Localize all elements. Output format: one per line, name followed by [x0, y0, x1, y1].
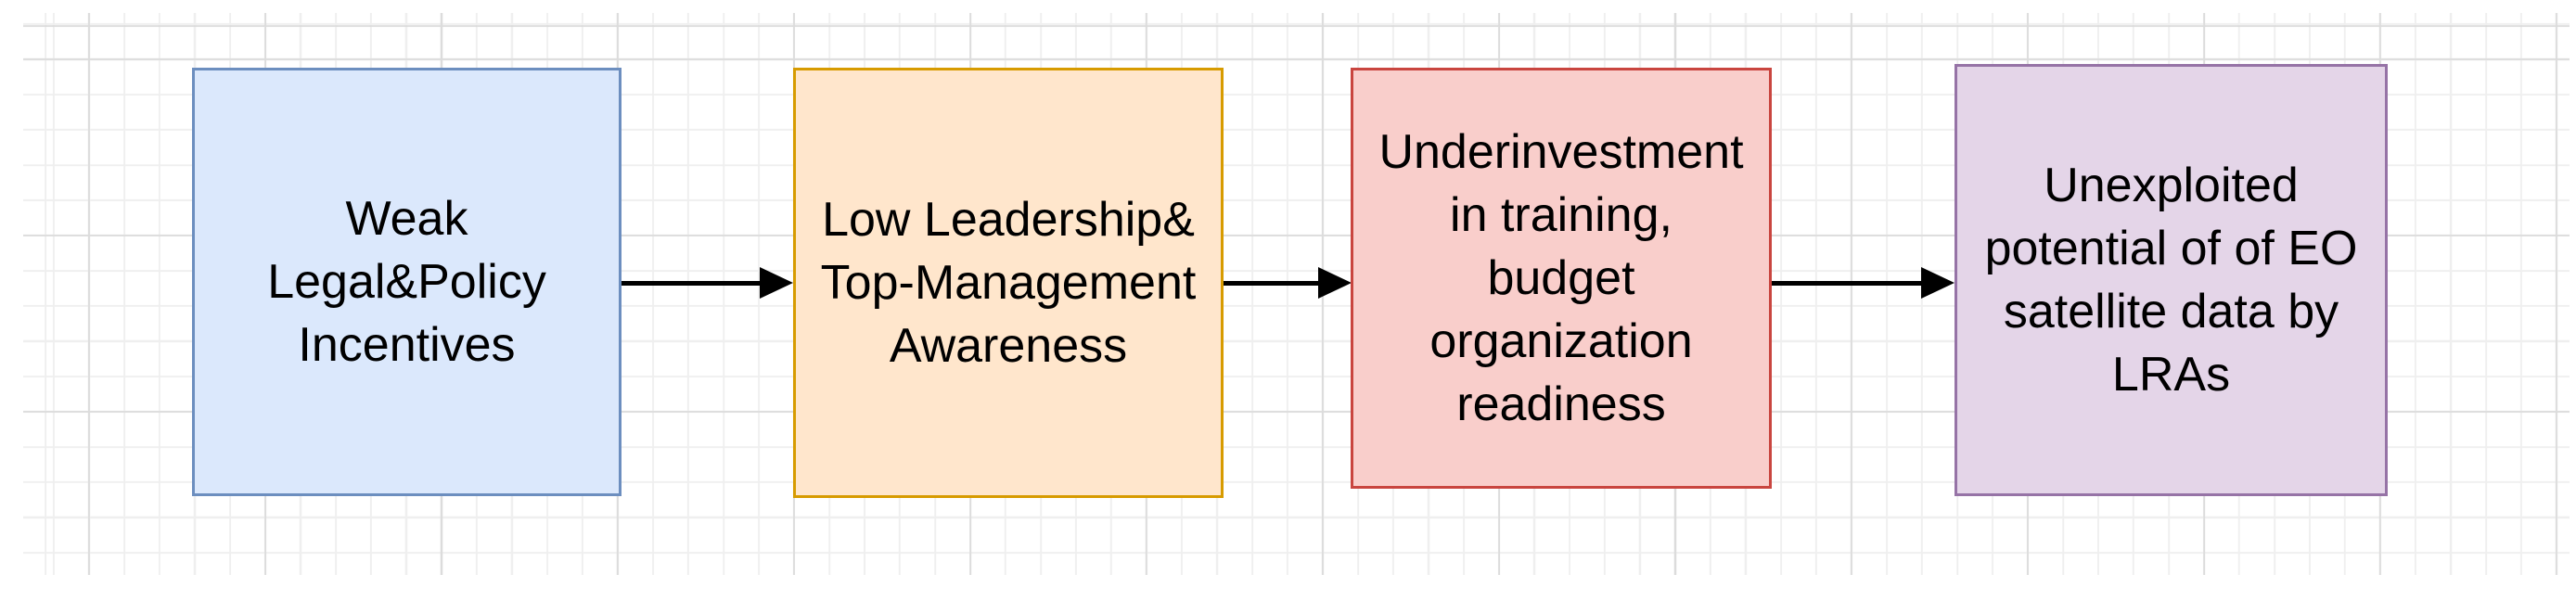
arrowhead-icon — [760, 267, 793, 299]
node-label: Weak Legal&Policy Incentives — [267, 192, 546, 372]
arrow-line — [622, 280, 765, 286]
node-label: Low Leadership& Top-Management Awareness — [820, 193, 1197, 373]
arrow-line — [1224, 280, 1324, 286]
arrowhead-icon — [1921, 267, 1954, 299]
flow-node-low-leadership-awareness[interactable]: Low Leadership& Top-Management Awareness — [793, 68, 1224, 498]
flow-node-underinvestment-readiness[interactable]: Underinvestment in training, budget orga… — [1351, 68, 1772, 489]
node-label: Underinvestment in training, budget orga… — [1378, 125, 1744, 431]
arrow-line — [1772, 280, 1927, 286]
node-label: Unexploited potential of of EO satellite… — [1984, 159, 2358, 402]
connector-arrow-2[interactable] — [1224, 262, 1352, 303]
flow-node-unexploited-eo-potential[interactable]: Unexploited potential of of EO satellite… — [1954, 64, 2388, 496]
flow-node-weak-legal-policy-incentives[interactable]: Weak Legal&Policy Incentives — [192, 68, 622, 496]
connector-arrow-3[interactable] — [1772, 262, 1954, 303]
connector-arrow-1[interactable] — [622, 262, 793, 303]
arrowhead-icon — [1318, 267, 1352, 299]
